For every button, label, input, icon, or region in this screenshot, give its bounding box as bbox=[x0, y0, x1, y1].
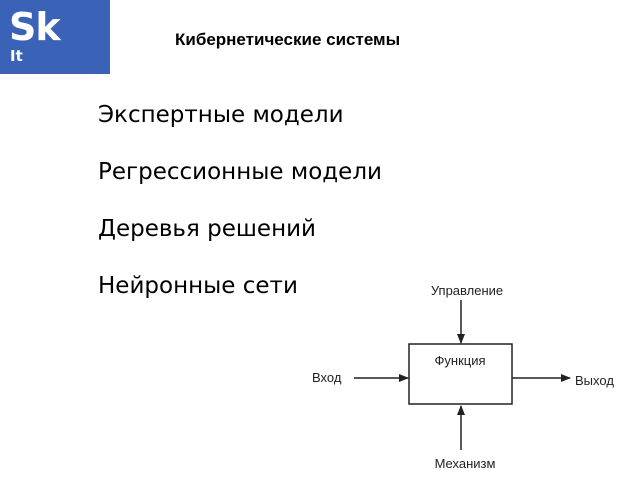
function-block bbox=[408, 343, 513, 405]
logo-subtext: It bbox=[10, 47, 23, 65]
list-item: Нейронные сети bbox=[98, 273, 298, 299]
model-list: Экспертные модели Регрессионные модели Д… bbox=[98, 100, 382, 328]
logo-mark: Sk bbox=[9, 5, 61, 49]
logo: Sk It bbox=[0, 0, 110, 74]
function-block-label: Функция bbox=[435, 353, 486, 368]
list-item: Деревья решений bbox=[98, 216, 317, 242]
slide-title: Кибернетические системы bbox=[175, 30, 401, 49]
list-item: Регрессионные модели bbox=[98, 159, 382, 185]
output-label: Выход bbox=[575, 373, 614, 388]
control-label: Управление bbox=[431, 283, 503, 298]
input-label: Вход bbox=[312, 370, 342, 385]
list-item: Экспертные модели bbox=[98, 102, 344, 128]
mechanism-label: Механизм bbox=[435, 456, 496, 471]
